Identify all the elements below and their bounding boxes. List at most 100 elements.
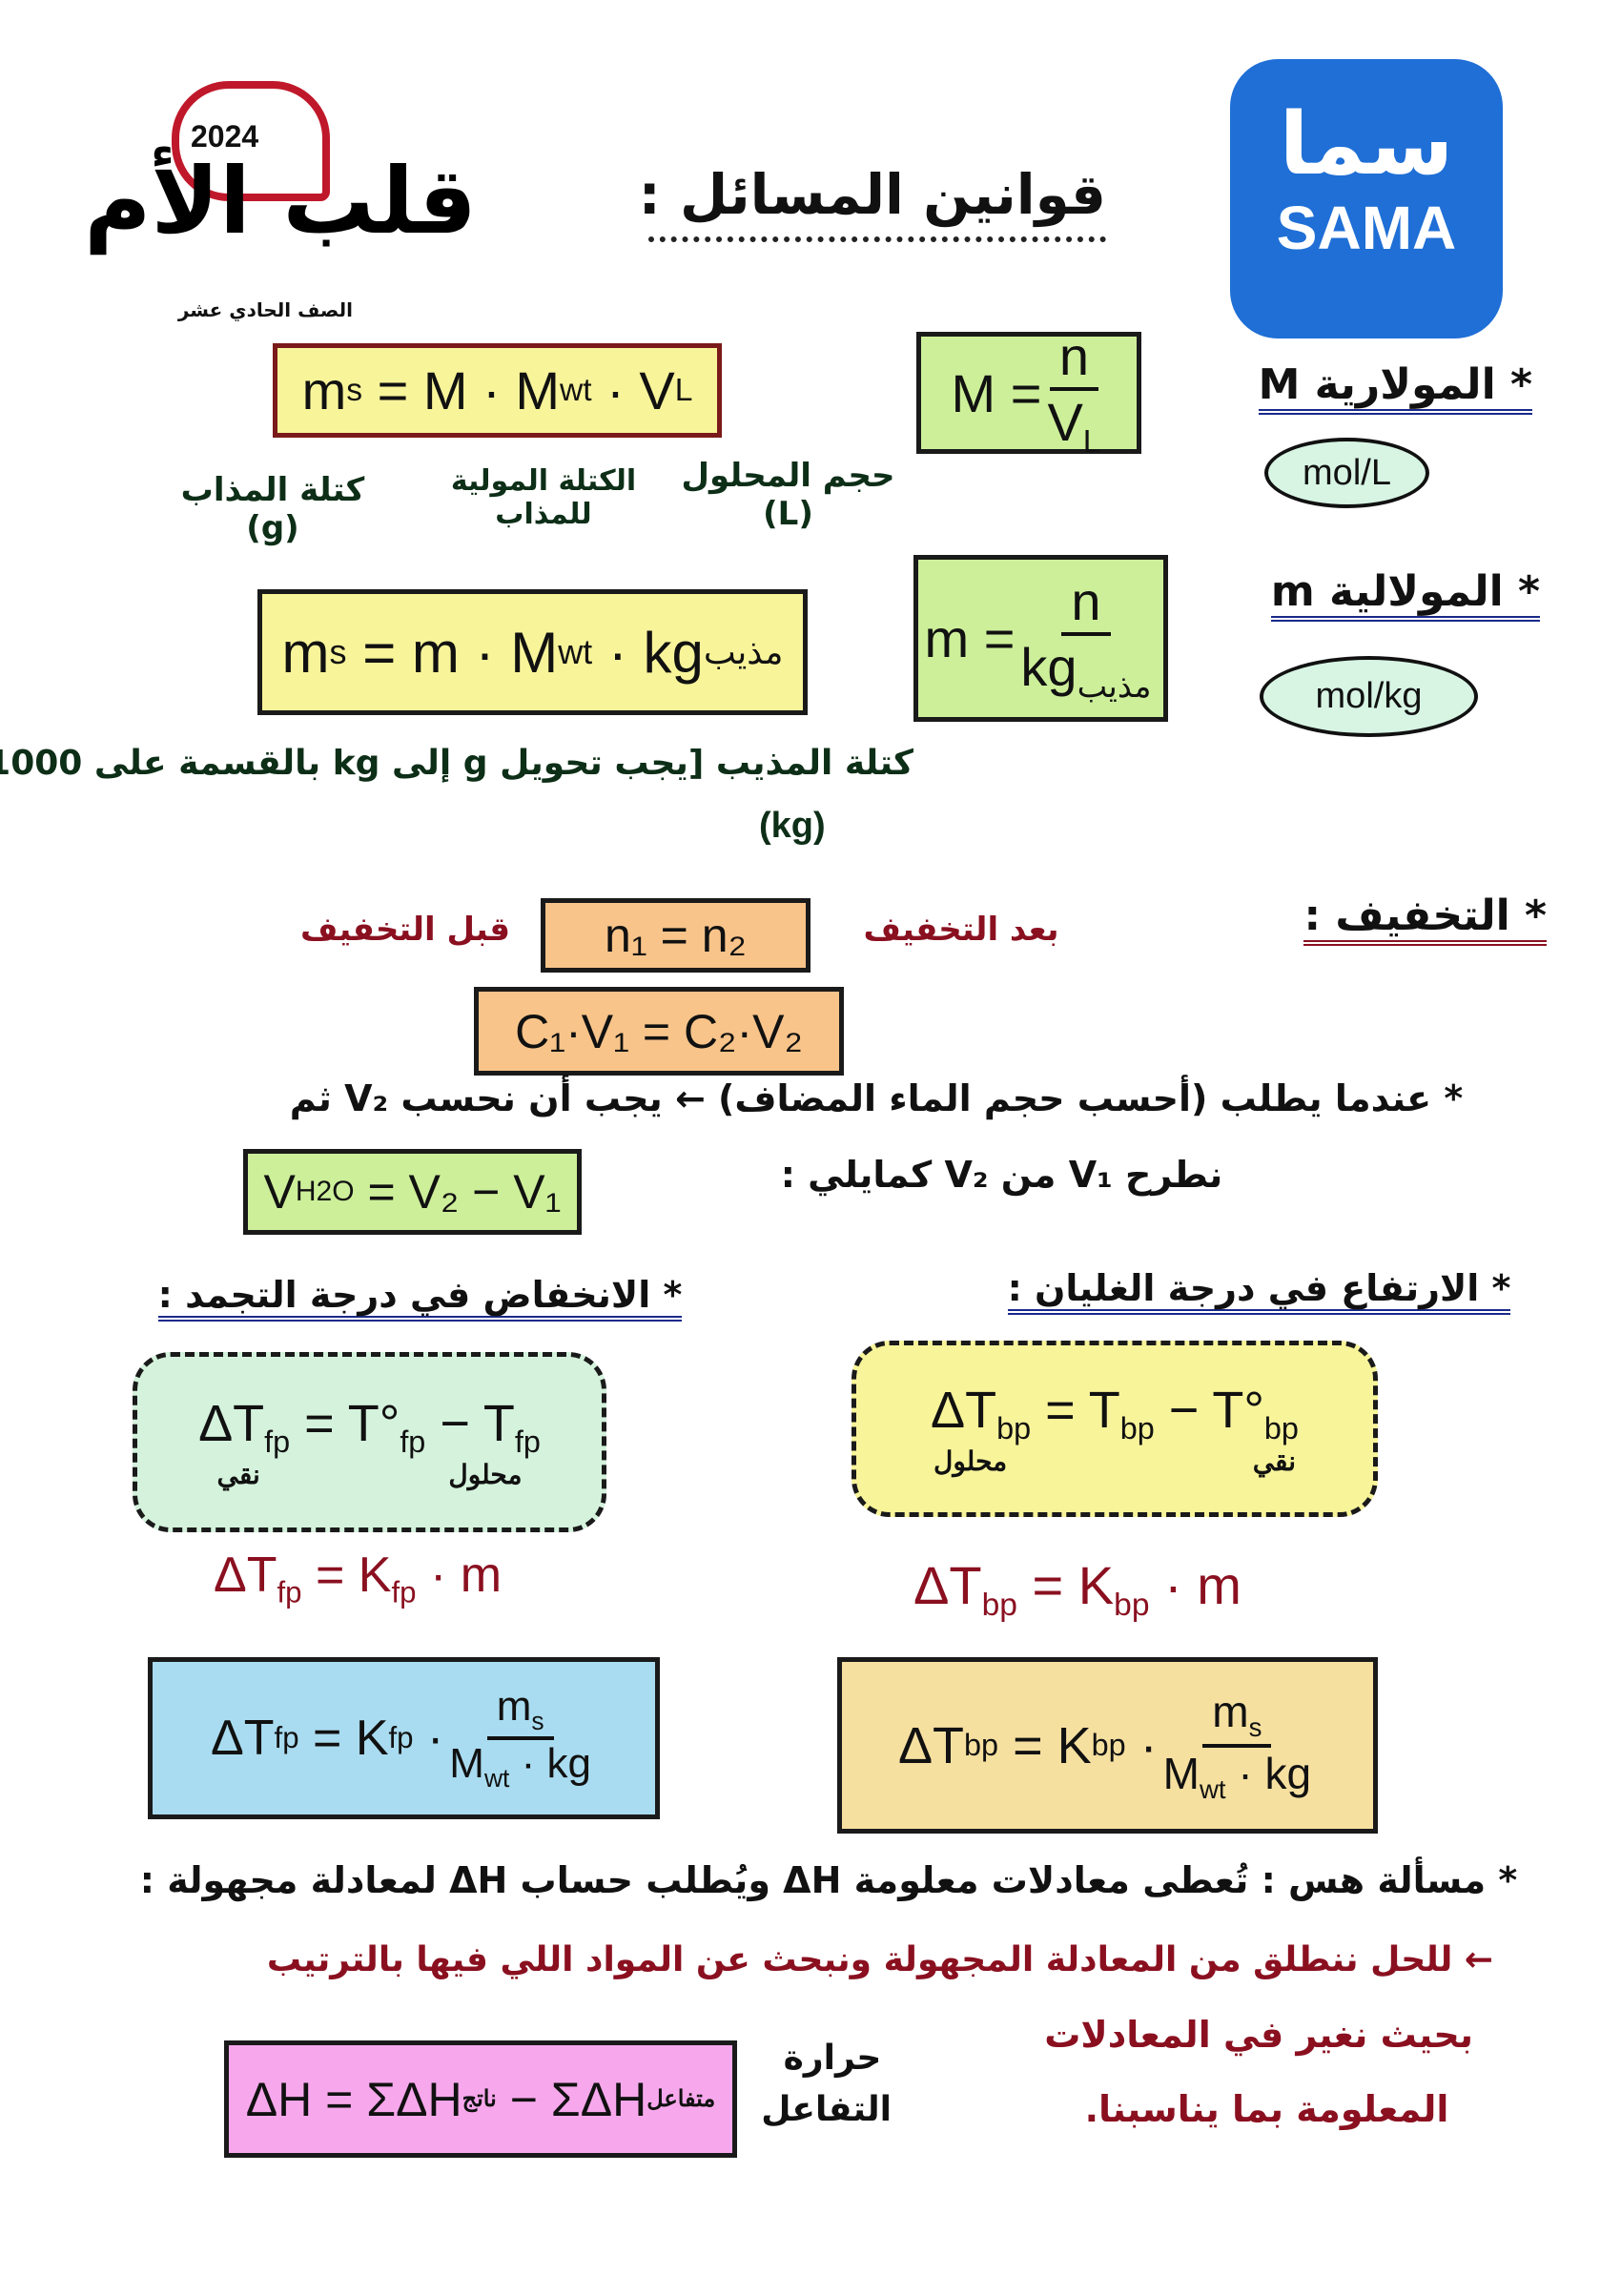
hess-eq-mid: − ΣΔH (509, 2072, 647, 2126)
boiling-eq1-rhs: = T (1045, 1381, 1120, 1439)
molality-mass-formula: m (281, 620, 330, 685)
freezing-molality-formula: ΔTfp = Kfp · m (214, 1547, 502, 1609)
molarity-note-volume: حجم المحلول (681, 457, 895, 495)
molarity-num: n (1049, 325, 1099, 391)
boiling-num: m (1212, 1687, 1249, 1737)
freezing-eq3: ΔT (211, 1711, 275, 1766)
boiling-molality-formula: ΔTbp = Kbp · m (913, 1554, 1241, 1624)
hess-reaction: التفاعل (761, 2090, 892, 2129)
molality-den: kg (1020, 637, 1077, 698)
molarity-mass-rhs-end: · V (606, 360, 675, 420)
hess-eq-mid-sub: متفاعل (646, 2086, 716, 2112)
freezing-eq1-end: − T (440, 1394, 515, 1452)
molarity-note-solute-unit: (g) (246, 509, 299, 547)
molarity-mass-rhs-sub: wt (559, 372, 592, 408)
molality-label: * المولالية m (1270, 567, 1540, 622)
hess-note-line4: المعلومة بما يناسبنا. (1084, 2088, 1449, 2130)
freezing-eq1-rhs: = T° (304, 1394, 400, 1452)
molality-mass-rhs-end: · kg (607, 620, 704, 685)
note-solute-mass: كتلة المذاب(g) (162, 471, 383, 547)
dilution-label: * التخفيف : (1282, 892, 1547, 946)
page-title: قوانين المسائل : (639, 162, 1106, 242)
molarity-label: * المولارية M (1258, 360, 1532, 415)
dilution-note: * عندما يطلب (أحسب حجم الماء المضاف) ← ي… (289, 1077, 1464, 1119)
molarity-label: * المولارية M (1252, 360, 1532, 415)
logo-subtitle: الصف الحادي عشر (177, 298, 353, 321)
solution-label: محلول (934, 1446, 1008, 1477)
solution-label: محلول (448, 1460, 523, 1490)
boiling-label: * الارتفاع في درجة الغليان : (1007, 1267, 1511, 1315)
boiling-eq3-rhs-sub: bp (1091, 1728, 1126, 1762)
boiling-eq2-end: · m (1164, 1555, 1241, 1615)
freezing-eq3-rhs-sub: fp (388, 1721, 414, 1754)
note-solvent-unit: (kg) (759, 806, 826, 846)
boiling-den-sub: wt (1199, 1773, 1226, 1804)
freezing-eq2: ΔT (214, 1548, 277, 1603)
freezing-eq1-end-sub: fp (514, 1424, 541, 1459)
freezing-eq2-rhs: = K (315, 1548, 392, 1603)
boiling-num-sub: s (1248, 1712, 1262, 1743)
boiling-eq2-rhs: = K (1032, 1555, 1115, 1615)
freezing-label: * الانخفاض في درجة التجمد : (157, 1274, 683, 1322)
molarity-den-sub: L (1082, 424, 1101, 461)
hess-eq: ΔH = ΣΔH (245, 2072, 462, 2126)
dilution-subtract-note: نطرح V₁ من V₂ كمايلي : (780, 1154, 1223, 1196)
heart-icon (172, 81, 330, 201)
boiling-eq1-end: − T° (1168, 1381, 1264, 1439)
hess-heat: حرارة (783, 2039, 882, 2078)
freezing-num: m (496, 1683, 532, 1731)
note-solvent-mass: كتلة المذيب [يجب تحويل g إلى kg بالقسمة … (0, 744, 913, 783)
hess-note-line3: بحيث نغير في المعادلات (1044, 2014, 1473, 2056)
heat-of-reaction-label: حرارة التفاعل (761, 2033, 892, 2136)
boiling-eq3-sub: bp (964, 1728, 999, 1762)
molarity-formula-lhs: M = (951, 362, 1042, 423)
freezing-eq2-end: · m (429, 1548, 503, 1603)
boiling-eq1-sub: bp (996, 1410, 1032, 1445)
freezing-num-sub: s (531, 1707, 544, 1735)
boiling-eq1: ΔT (931, 1381, 997, 1439)
before-dilution-label: قبل التخفيف (300, 911, 510, 949)
logo-qalb-alom: 2024 قلب الأم الصف الحادي عشر (84, 81, 486, 332)
dilution-eq3: V (263, 1165, 296, 1219)
note-solution-volume: حجم المحلول(L) (678, 457, 898, 533)
boiling-den: M (1162, 1748, 1200, 1798)
pure-label: نقي (216, 1460, 260, 1490)
boiling-eq2-rhs-sub: bp (1114, 1588, 1150, 1624)
molarity-mass-sub: s (346, 372, 363, 408)
freezing-den-sub: wt (483, 1763, 510, 1793)
boiling-eq1-rhs-sub: bp (1119, 1410, 1155, 1445)
molarity-mass-rhs-end-sub: L (674, 372, 693, 408)
molarity-unit: mol/L (1264, 438, 1429, 508)
moles-equality-formula: n₁ = n₂ (541, 898, 810, 973)
boiling-eq2: ΔT (913, 1555, 982, 1615)
molarity-den: V (1047, 391, 1083, 452)
molarity-mass-formula: m (301, 360, 347, 420)
logo-title: قلب الأم (84, 148, 477, 255)
molality-mass-rhs: = m · M (362, 620, 559, 685)
hess-solution-step: ← للحل ننطلق من المعادلة المجهولة ونبحث … (266, 1940, 1494, 1979)
sama-logo-arabic: سما (1279, 94, 1454, 195)
molality-formula-lhs: m = (924, 608, 1016, 668)
boiling-den-end: · kg (1238, 1748, 1312, 1798)
molality-mass-rhs-sub: wt (558, 632, 593, 671)
freezing-eq1-rhs-sub: fp (400, 1424, 426, 1459)
boiling-eq3: ΔT (897, 1716, 965, 1774)
dilution-eq3-sub: H2O (295, 1176, 355, 1207)
freezing-eq1: ΔT (198, 1394, 265, 1452)
freezing-point-label: * الانخفاض في درجة التجمد : (133, 1274, 708, 1322)
molality-unit: mol/kg (1260, 656, 1478, 737)
freezing-den-end: · kg (521, 1740, 591, 1787)
dilution-eq3-rhs: = V₂ − V₁ (367, 1165, 562, 1219)
freezing-eq3-sub: fp (274, 1721, 299, 1754)
molarity-note-volume-unit: (L) (763, 495, 813, 533)
